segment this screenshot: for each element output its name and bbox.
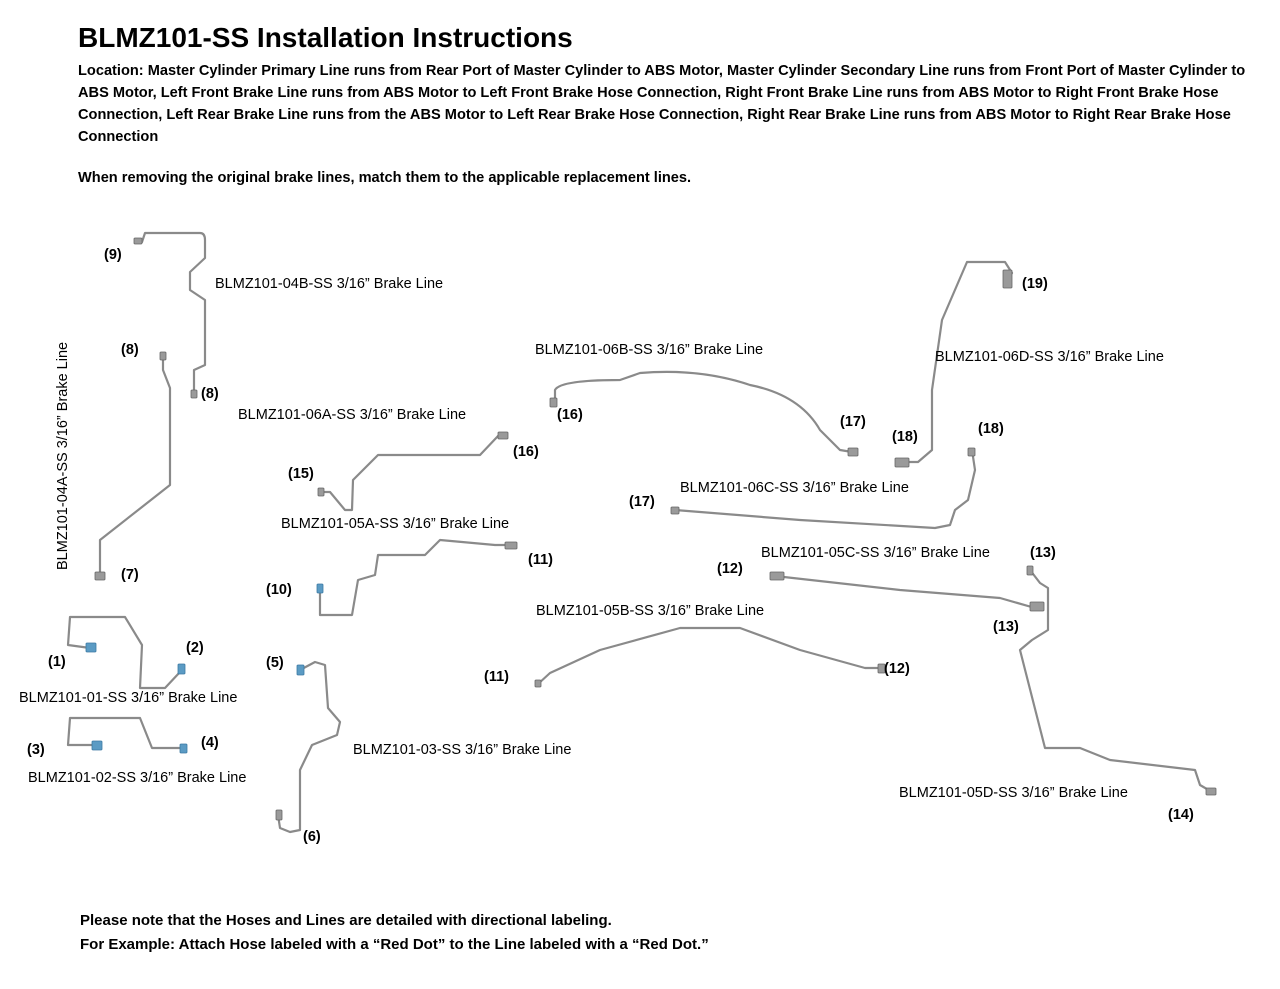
label-06b: BLMZ101-06B-SS 3/16” Brake Line [535, 342, 764, 358]
fitting-10-blue [316, 583, 324, 594]
end-label-2: (2) [186, 640, 204, 656]
end-label-12-b: (12) [884, 661, 910, 677]
fitting-8-lower [159, 351, 167, 361]
fitting-17-b [670, 506, 680, 515]
label-04b: BLMZ101-04B-SS 3/16” Brake Line [215, 276, 444, 292]
fitting-7 [94, 571, 106, 581]
instruction-text: When removing the original brake lines, … [78, 170, 692, 186]
fitting-8-upper [190, 389, 198, 399]
end-label-13-b: (13) [993, 619, 1019, 635]
line-03-tube [276, 660, 342, 834]
line-06c-tube [673, 448, 977, 530]
label-02: BLMZ101-02-SS 3/16” Brake Line [28, 770, 247, 786]
label-05a: BLMZ101-05A-SS 3/16” Brake Line [281, 516, 510, 532]
line-06a-tube [318, 434, 505, 512]
fitting-12-a [769, 571, 785, 581]
label-06c: BLMZ101-06C-SS 3/16” Brake Line [680, 480, 909, 496]
line-04a-tube [98, 358, 172, 574]
end-label-9: (9) [104, 247, 122, 263]
label-06d: BLMZ101-06D-SS 3/16” Brake Line [935, 349, 1164, 365]
fitting-17-a [847, 447, 859, 457]
line-04b-tube [140, 231, 207, 394]
fitting-11-a [504, 541, 518, 550]
line-05b-tube [536, 626, 882, 686]
fitting-1-blue [85, 642, 97, 653]
note-line-2: For Example: Attach Hose labeled with a … [80, 936, 709, 953]
label-01: BLMZ101-01-SS 3/16” Brake Line [19, 690, 238, 706]
fitting-14 [1205, 787, 1217, 796]
fitting-9 [133, 237, 143, 245]
end-label-1: (1) [48, 654, 66, 670]
fitting-18-a [894, 457, 910, 468]
label-04a: BLMZ101-04A-SS 3/16” Brake Line [55, 341, 71, 570]
label-05c: BLMZ101-05C-SS 3/16” Brake Line [761, 545, 990, 561]
end-label-12-a: (12) [717, 561, 743, 577]
end-label-11-a: (11) [528, 552, 553, 568]
end-label-8-upper: (8) [121, 342, 139, 358]
end-label-6: (6) [303, 829, 321, 845]
fitting-16-a [497, 431, 509, 440]
end-label-18-b: (18) [978, 421, 1004, 437]
fitting-13-a [1026, 565, 1034, 576]
end-label-17-b: (17) [629, 494, 655, 510]
end-label-16-a: (16) [513, 444, 539, 460]
label-05b: BLMZ101-05B-SS 3/16” Brake Line [536, 603, 765, 619]
end-label-15: (15) [288, 466, 314, 482]
end-label-17-a: (17) [840, 414, 866, 430]
line-01-tube [66, 615, 182, 690]
label-03: BLMZ101-03-SS 3/16” Brake Line [353, 742, 572, 758]
fitting-2-blue [177, 663, 186, 675]
line-05d-tube [1018, 568, 1214, 794]
line-06d-tube [898, 260, 1014, 464]
fitting-19 [1002, 269, 1013, 289]
fitting-18-b [967, 447, 976, 457]
end-label-14: (14) [1168, 807, 1194, 823]
end-label-19: (19) [1022, 276, 1048, 292]
end-label-18-a: (18) [892, 429, 918, 445]
line-05a-tube [318, 538, 512, 617]
end-label-4: (4) [201, 735, 219, 751]
end-label-16-b: (16) [557, 407, 583, 423]
fitting-11-b [534, 679, 542, 688]
fitting-13-b [1029, 601, 1045, 612]
end-label-8-lower: (8) [201, 386, 219, 402]
end-label-13-a: (13) [1030, 545, 1056, 561]
fitting-3-blue [91, 740, 103, 751]
line-02-tube [66, 716, 184, 750]
fitting-16-b [549, 397, 558, 408]
fitting-5-blue [296, 664, 305, 676]
line-05c-tube [773, 574, 1037, 610]
fitting-15 [317, 487, 325, 497]
page-title: BLMZ101-SS Installation Instructions [78, 22, 573, 53]
fitting-12-b [877, 663, 886, 674]
end-label-7: (7) [121, 567, 139, 583]
end-label-10: (10) [266, 582, 292, 598]
end-label-11-b: (11) [484, 669, 509, 685]
end-label-3: (3) [27, 742, 45, 758]
location-text: Location: Master Cylinder Primary Line r… [78, 63, 1246, 145]
end-label-5: (5) [266, 655, 284, 671]
label-05d: BLMZ101-05D-SS 3/16” Brake Line [899, 785, 1128, 801]
line-06b-tube [553, 370, 854, 454]
fitting-4-blue [179, 743, 188, 754]
label-06a: BLMZ101-06A-SS 3/16” Brake Line [238, 407, 467, 423]
note-line-1: Please note that the Hoses and Lines are… [80, 912, 612, 929]
fitting-6 [275, 809, 283, 821]
